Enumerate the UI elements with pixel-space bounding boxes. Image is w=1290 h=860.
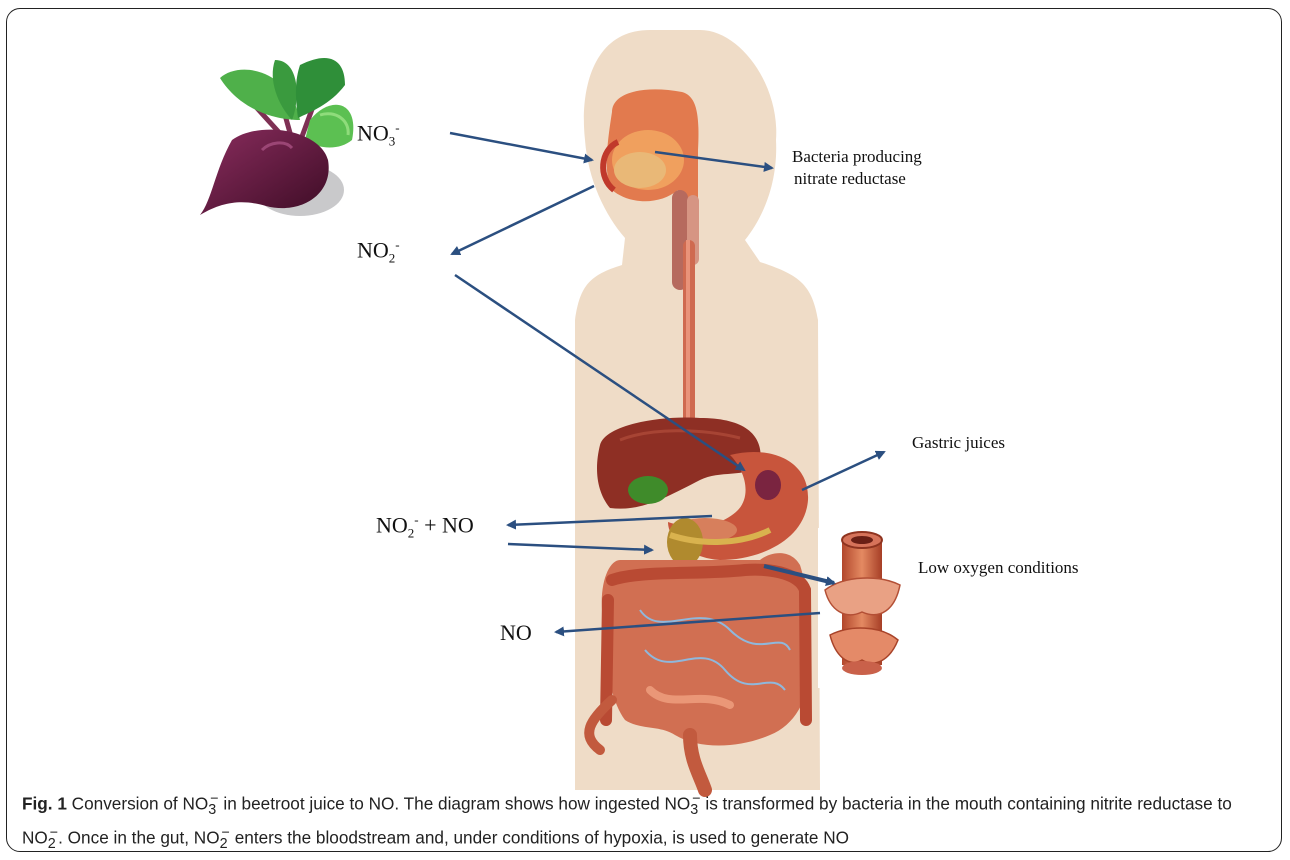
arrow-mouth-to-nitrite (452, 186, 594, 254)
blood-vessel-illustration (818, 528, 912, 688)
bacteria-label: Bacteria producing nitrate reductase (792, 146, 922, 190)
beetroot-illustration (200, 58, 353, 216)
nitrate-label: NO3- (357, 120, 400, 150)
arrow-nitrate-to-mouth (450, 133, 592, 160)
figure-number: Fig. 1 (22, 794, 67, 814)
nitrite-label: NO2- (357, 237, 400, 267)
figure-caption: Fig. 1 Conversion of NO3− in beetroot ju… (22, 788, 1272, 856)
low-oxygen-label: Low oxygen conditions (918, 557, 1079, 579)
gastric-juices-label: Gastric juices (912, 432, 1005, 454)
no-label: NO (500, 620, 532, 646)
nitrite-plus-no-label: NO2- + NO (376, 512, 474, 542)
